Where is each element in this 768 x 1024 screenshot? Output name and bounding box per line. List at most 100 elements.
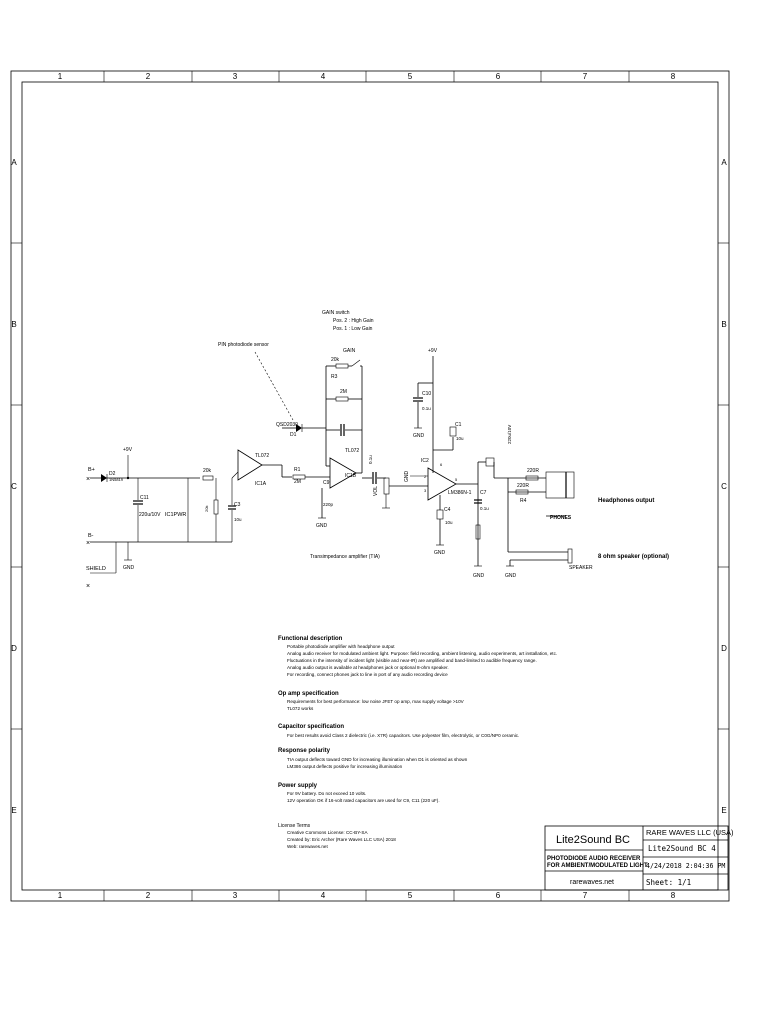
note-heading: Functional description	[278, 636, 343, 642]
row-label: C	[721, 482, 727, 491]
col-label: 6	[496, 891, 501, 900]
gain-switch-pos1: Pos. 1 : Low Gain	[333, 326, 373, 332]
label-r20k: 20k	[203, 468, 212, 474]
tia-ic1b: TL072 IC1B 20k R3 GAIN 2M QSD2030 D1	[218, 310, 386, 560]
row-label: D	[721, 644, 727, 653]
title-doc-name: Lite2Sound BC 4	[648, 844, 716, 853]
label-r-divider: 20k	[204, 506, 209, 512]
label-qsd: QSD2030	[276, 422, 298, 428]
row-label: D	[11, 644, 17, 653]
col-label: 2	[146, 72, 151, 81]
label-gnd: GND	[413, 433, 425, 439]
op-amp-ic1a: TL072 IC1A 20k R1 2M	[202, 449, 330, 487]
title-website: rarewaves.net	[570, 879, 614, 886]
col-label: 5	[408, 891, 413, 900]
label-r2m-fb: 2M	[340, 389, 347, 395]
row-label: E	[721, 806, 726, 815]
note-line: Requirements for best performance: low n…	[287, 699, 465, 704]
label-c4-value: 10u	[445, 520, 453, 525]
label-vol: VOL	[373, 486, 379, 496]
row-label: B	[11, 320, 16, 329]
x-mark: ×	[86, 583, 90, 590]
note-line: Analog audio receiver for modulated ambi…	[287, 651, 557, 656]
label-c5-value: 220p	[323, 502, 334, 507]
col-label: 8	[671, 891, 676, 900]
label-gnd: GND	[316, 523, 328, 529]
title-main: Lite2Sound BC	[556, 834, 630, 846]
col-label: 3	[233, 72, 238, 81]
license-title: License Terms	[278, 823, 311, 829]
note-heading: Capacitor specification	[278, 724, 344, 730]
gain-switch-title: GAIN switch	[322, 310, 350, 316]
license-line: Creative Commons License: CC-BY-SA	[287, 830, 368, 835]
title-block: Lite2Sound BC RARE WAVES LLC (USA) Lite2…	[544, 825, 734, 891]
label-r220r-b: 220R	[517, 483, 529, 489]
note-line: Analog audio output is available at head…	[287, 665, 449, 670]
label-c2-value: 0.1u	[368, 455, 373, 464]
license-line: Created by: Eric Archer (Rare Waves LLC …	[287, 837, 396, 842]
label-gnd: GND	[473, 573, 485, 579]
note-line: LM386 output deflects positive for incre…	[287, 764, 403, 769]
col-label: 4	[321, 72, 326, 81]
label-d2: D2	[109, 471, 116, 477]
license-line: Web: rarewaves.net	[287, 844, 328, 849]
phones-jack	[545, 471, 575, 499]
speaker-output-note: 8 ohm speaker (optional)	[598, 554, 669, 560]
drawing-frame: 1 2 3 4 5 6 7 8 1 2 3 4 5 6 7 8 A B C D …	[10, 70, 730, 902]
row-label: A	[721, 158, 727, 167]
label-c11-value: 220u/10V	[139, 512, 161, 518]
label-c1-value: 10u	[456, 436, 464, 441]
note-line: TL072 works	[287, 706, 314, 711]
note-line: 12V operation OK if 16-volt rated capaci…	[287, 798, 440, 803]
title-subtitle-1: PHOTODIODE AUDIO RECEIVER	[547, 856, 641, 862]
label-c3-value: 10u	[234, 517, 242, 522]
label-plus9v: +9V	[123, 447, 133, 453]
col-label: 7	[583, 891, 588, 900]
label-gnd: GND	[434, 550, 446, 556]
col-label: 5	[408, 72, 413, 81]
note-line: For best results avoid Class 2 dielectri…	[287, 733, 519, 738]
col-label: 3	[233, 891, 238, 900]
label-ic1b: IC1B	[345, 473, 357, 479]
label-c7-value: 0.1u	[480, 506, 489, 511]
label-phones: PHONES	[550, 515, 572, 521]
power-input-section: D2 1N5819 B+ × +9V C11 220u/10V IC1PWR 2…	[86, 447, 242, 590]
label-plus9v-2: +9V	[428, 348, 438, 354]
label-c9: C9	[323, 480, 330, 486]
label-r3: R3	[331, 374, 338, 380]
label-c10: C10	[422, 391, 431, 397]
label-speaker: SPEAKER	[569, 565, 593, 571]
gain-switch-pos2: Pos. 2 : High Gain	[333, 318, 374, 324]
label-c4: C4	[444, 507, 451, 513]
col-label: 6	[496, 72, 501, 81]
title-sheet: Sheet: 1/1	[646, 878, 691, 887]
note-line: Portable photodiode amplifier with headp…	[287, 644, 395, 649]
label-gain: GAIN	[343, 348, 356, 354]
row-label: A	[11, 158, 17, 167]
title-date: 4/24/2018 2:04:36 PM	[646, 862, 725, 870]
label-ic1pwr: IC1PWR	[165, 512, 186, 518]
label-bminus: B-	[88, 533, 94, 539]
label-pin6: 6	[440, 462, 443, 467]
label-gnd: GND	[123, 565, 135, 571]
diode-d2	[101, 474, 107, 482]
label-r3-20k: 20k	[331, 357, 340, 363]
row-label: C	[11, 482, 17, 491]
label-c10-value: 0.1u	[422, 406, 431, 411]
note-heading: Response polarity	[278, 748, 331, 754]
note-heading: Power supply	[278, 783, 318, 789]
col-label: 7	[583, 72, 588, 81]
label-r4: R4	[520, 498, 527, 504]
label-gnd: GND	[404, 471, 410, 483]
note-line: For 9V battery. Do not exceed 10 volts.	[287, 791, 366, 796]
label-tl072-b: TL072	[345, 448, 359, 454]
label-ic2: IC2	[421, 458, 429, 464]
tia-caption: Transimpedance amplifier (TIA)	[310, 554, 380, 560]
row-label: B	[721, 320, 726, 329]
label-r2m: 2M	[294, 479, 301, 485]
label-pin5: 5	[455, 477, 458, 482]
label-lm386: LM386N-1	[448, 490, 472, 496]
x-mark: ×	[86, 476, 90, 483]
label-bplus: B+	[88, 467, 95, 473]
